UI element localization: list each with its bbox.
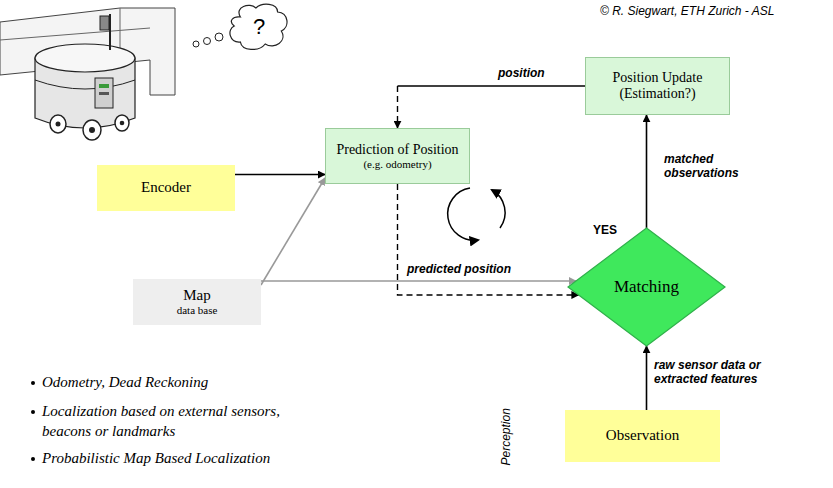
input-box: Encoder bbox=[97, 165, 235, 211]
cycle-arrow bbox=[448, 188, 478, 240]
robot-led bbox=[99, 84, 109, 88]
connector-line bbox=[646, 115, 648, 228]
connector bbox=[398, 184, 579, 295]
edge-label: matched observations bbox=[662, 152, 758, 181]
bullet bbox=[31, 410, 35, 414]
connector-line bbox=[398, 184, 579, 295]
thought-cloud: ? bbox=[228, 2, 290, 52]
connector-line bbox=[646, 346, 648, 410]
edge-label: predicted position bbox=[405, 262, 513, 276]
cycle-arrow bbox=[492, 190, 505, 228]
cloud-outline bbox=[230, 4, 287, 49]
robot-wheel bbox=[83, 120, 101, 140]
node-text: ? bbox=[253, 14, 265, 39]
thought-bubble bbox=[215, 33, 223, 41]
robot-wheel bbox=[115, 115, 129, 131]
process-box: Position Update (Estimation?) bbox=[585, 57, 730, 115]
input-box: Observation bbox=[565, 410, 720, 462]
node-text: Position Update (Estimation?) bbox=[595, 70, 720, 102]
thought-bubble bbox=[204, 38, 211, 45]
robot-top bbox=[35, 44, 135, 72]
connector bbox=[398, 86, 586, 128]
copyright-note: © R. Siegwart, ETH Zurich - ASL bbox=[600, 4, 774, 20]
robot-wheel bbox=[50, 115, 66, 133]
bullet-text: Localization based on external sensors, … bbox=[42, 402, 327, 441]
section-label: Perception bbox=[499, 397, 515, 477]
connector bbox=[261, 178, 325, 285]
node-text: Encoder bbox=[141, 179, 191, 196]
robot-wheel-hub bbox=[56, 122, 61, 127]
node-subtext: (e.g. odometry) bbox=[363, 158, 431, 171]
connector-line bbox=[398, 85, 586, 86]
connector bbox=[235, 174, 325, 175]
connector bbox=[261, 281, 576, 282]
connector-line bbox=[397, 86, 398, 128]
bullet-text: Odometry, Dead Reckoning bbox=[42, 373, 327, 393]
node-text: Matching bbox=[614, 277, 679, 297]
edge-label: position bbox=[496, 66, 547, 80]
wall-line bbox=[0, 28, 150, 40]
robot-sensor bbox=[100, 16, 109, 30]
decision-diamond: Matching bbox=[568, 228, 725, 346]
node-text: Prediction of Position bbox=[336, 142, 458, 158]
node-subtext: data base bbox=[177, 304, 218, 317]
robot-led bbox=[99, 92, 109, 95]
bullet bbox=[31, 381, 35, 385]
thought-bubble bbox=[193, 41, 199, 47]
robot-wheel-hub bbox=[89, 127, 95, 133]
connector-line bbox=[235, 174, 325, 176]
connector bbox=[646, 346, 647, 410]
connector bbox=[646, 115, 647, 228]
bullet bbox=[31, 457, 35, 461]
edge-label: raw sensor data or extracted features bbox=[652, 358, 796, 387]
connector-line bbox=[261, 280, 576, 282]
diamond-outline bbox=[568, 228, 725, 346]
robot-wheel-hub bbox=[120, 121, 125, 126]
bullet-text: Probabilistic Map Based Localization bbox=[42, 449, 327, 469]
robot-panel bbox=[95, 78, 113, 108]
process-box: Prediction of Position(e.g. odometry) bbox=[325, 128, 470, 184]
robot-band bbox=[35, 80, 135, 89]
node-text: Observation bbox=[606, 427, 679, 444]
branch-label: YES bbox=[593, 223, 617, 239]
connector-line bbox=[261, 178, 325, 285]
node-text: Map bbox=[183, 287, 211, 304]
database-box: Mapdata base bbox=[133, 279, 261, 325]
